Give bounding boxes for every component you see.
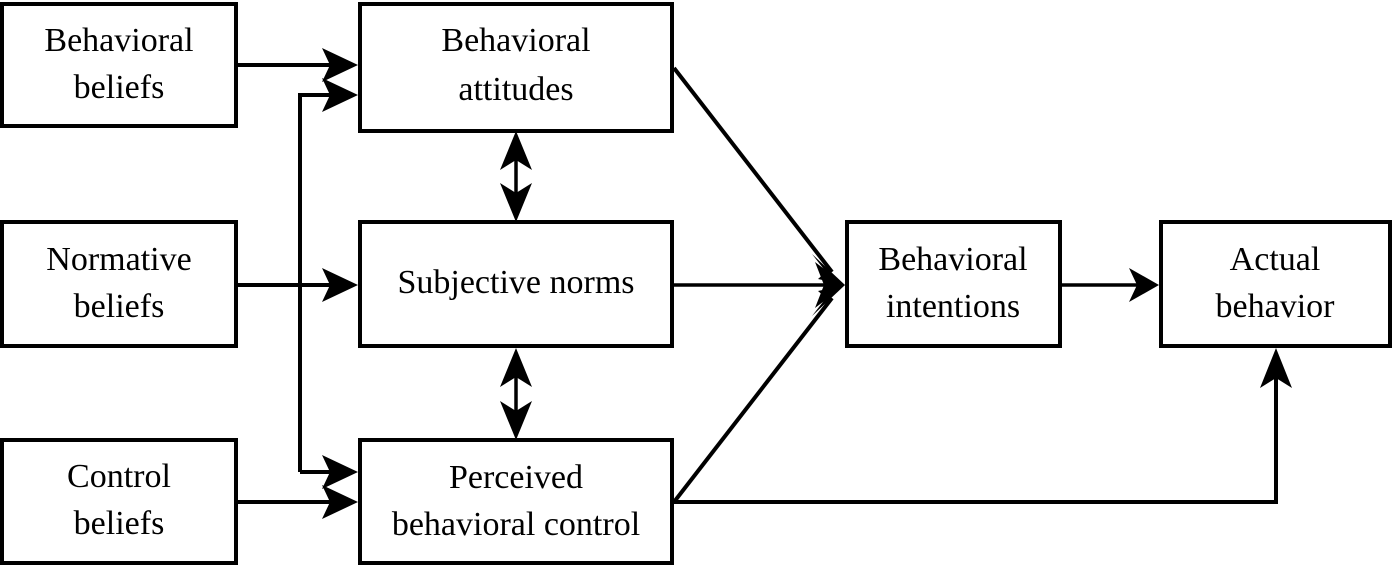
arrow-head-icon	[322, 48, 358, 82]
node-label-line1: Behavioral	[441, 22, 590, 59]
arrow-head-up-icon	[500, 348, 532, 387]
node-label-line2: behavioral control	[392, 506, 640, 543]
edge-layer	[238, 48, 1292, 519]
arrow-head-icon	[322, 268, 358, 302]
arrow-head-icon	[1129, 268, 1159, 302]
edge-subjective-norms-to-behavioral-intentions	[674, 262, 845, 308]
node-label-line1: Behavioral	[878, 241, 1027, 278]
arrow-head-up-icon	[1260, 348, 1292, 388]
node-behavioral-beliefs[interactable]: Behavioral beliefs	[0, 2, 238, 128]
node-perceived-behavioral-control[interactable]: Perceived behavioral control	[358, 438, 674, 565]
edge-subjective-norms-perceived-behavioral-control-bidirectional	[500, 348, 532, 440]
node-box[interactable]	[358, 438, 674, 565]
edge-perceived-behavioral-control-to-behavioral-intentions	[672, 285, 845, 504]
node-normative-beliefs[interactable]: Normative beliefs	[0, 220, 238, 348]
node-actual-behavior[interactable]: Actual behavior	[1159, 220, 1392, 348]
edge-perceived-behavioral-control-to-actual-behavior	[674, 348, 1292, 504]
edge-riser-to-behavioral-attitudes	[298, 78, 358, 472]
node-control-beliefs[interactable]: Control beliefs	[0, 438, 238, 565]
edge-riser-to-perceived-behavioral-control	[300, 455, 358, 489]
node-label-line2: behavior	[1216, 288, 1336, 325]
node-label-line2: intentions	[886, 288, 1020, 325]
edge-behavioral-attitudes-subjective-norms-bidirectional	[500, 131, 532, 222]
edge-behavioral-attitudes-to-behavioral-intentions	[672, 66, 845, 285]
arrow-head-down-icon	[500, 183, 532, 222]
arrow-head-icon	[322, 78, 358, 112]
node-label-line1: Subjective norms	[397, 264, 634, 301]
node-behavioral-intentions[interactable]: Behavioral intentions	[845, 220, 1062, 348]
arrow-head-icon	[812, 254, 845, 285]
arrow-head-icon	[815, 262, 845, 308]
arrow-head-icon	[812, 285, 845, 316]
arrow-head-icon	[322, 485, 358, 519]
node-label-line2: beliefs	[74, 69, 165, 106]
edge-line	[672, 66, 834, 274]
edge-line	[672, 296, 834, 504]
edge-behavioral-beliefs-to-behavioral-attitudes	[238, 48, 358, 82]
node-label-line1: Behavioral	[44, 22, 193, 59]
node-label-line1: Control	[67, 458, 171, 495]
edge-normative-beliefs-to-subjective-norms	[238, 268, 358, 302]
arrow-head-up-icon	[500, 131, 532, 170]
node-box[interactable]	[0, 2, 238, 128]
node-box[interactable]	[358, 2, 674, 133]
node-box[interactable]	[0, 438, 238, 565]
edge-behavioral-intentions-to-actual-behavior	[1062, 268, 1159, 302]
node-label-line1: Normative	[46, 241, 191, 278]
edge-line	[674, 360, 1278, 504]
node-box[interactable]	[1159, 220, 1392, 348]
node-label-line1: Actual	[1230, 241, 1321, 278]
node-box[interactable]	[0, 220, 238, 348]
node-box[interactable]	[358, 220, 674, 348]
edge-control-beliefs-to-perceived-behavioral-control	[238, 485, 358, 519]
node-subjective-norms[interactable]: Subjective norms	[358, 220, 674, 348]
node-label-line2: beliefs	[74, 288, 165, 325]
node-box[interactable]	[845, 220, 1062, 348]
node-label-line2: beliefs	[74, 505, 165, 542]
node-label-line2: attitudes	[458, 71, 573, 108]
node-behavioral-attitudes[interactable]: Behavioral attitudes	[358, 2, 674, 133]
arrow-head-down-icon	[500, 401, 532, 440]
node-label-line1: Perceived	[449, 459, 583, 496]
arrow-head-icon	[322, 455, 358, 489]
